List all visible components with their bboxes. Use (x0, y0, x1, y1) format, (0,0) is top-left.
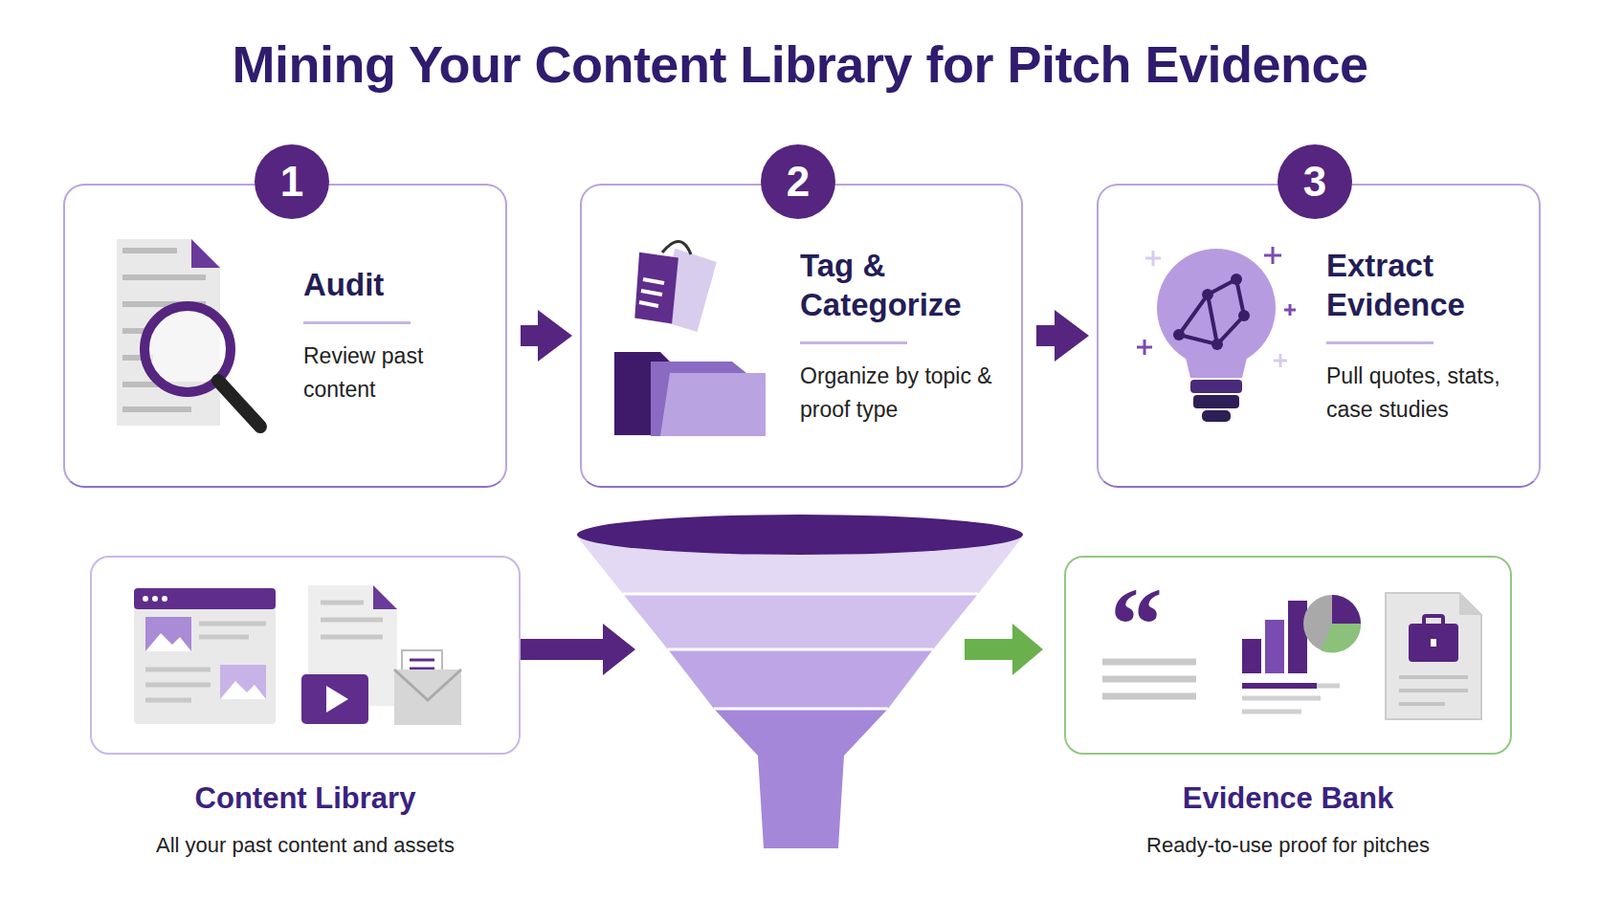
divider-line (1326, 341, 1434, 345)
step-card: Tag & CategorizeOrganize by topic & proo… (579, 183, 1023, 489)
callout-number: 3 (1303, 157, 1327, 206)
card-heading: Tag & Categorize (800, 245, 997, 325)
callout-number: 2 (786, 157, 810, 206)
library-icons (133, 585, 462, 726)
content-box: Evidence BankReady-to-use proof for pitc… (1064, 555, 1512, 853)
card-heading: Extract Evidence (1326, 245, 1523, 325)
step-number: 1 (254, 144, 330, 220)
box-heading: Content Library (89, 781, 521, 817)
card-heading: Audit (303, 265, 486, 305)
flow-arrow (964, 623, 1044, 676)
flow-arrow (1036, 310, 1089, 362)
card-description: Organize by topic & proof type (800, 359, 1016, 427)
arrow-shape (1036, 310, 1089, 362)
divider-line (800, 341, 908, 345)
svg-text:“: “ (1110, 566, 1163, 684)
box-outline (89, 555, 521, 756)
arrow-shape (520, 310, 573, 362)
funnel (577, 514, 1023, 849)
card-text: Extract EvidencePull quotes, stats, case… (1326, 185, 1523, 487)
card-text: Tag & CategorizeOrganize by topic & proo… (800, 185, 997, 487)
box-description: All your past content and assets (89, 833, 521, 859)
flow-arrow (520, 310, 573, 362)
divider-line (303, 321, 411, 325)
audit-icon (116, 239, 261, 427)
content-box: Content LibraryAll your past content and… (89, 555, 521, 853)
box-description: Ready-to-use proof for pitches (1064, 833, 1512, 859)
callout-number: 1 (280, 157, 304, 206)
step-card: Extract EvidencePull quotes, stats, case… (1096, 183, 1541, 489)
tag-icon (614, 241, 766, 437)
card-description: Pull quotes, stats, case studies (1326, 359, 1533, 427)
card-text: AuditReview past content (303, 185, 486, 487)
box-heading: Evidence Bank (1064, 781, 1512, 817)
evidence-icons: “ (1102, 566, 1482, 720)
flow-arrow (520, 623, 636, 676)
step-number: 3 (1277, 144, 1353, 220)
box-outline (1064, 555, 1512, 756)
diagram-title: Mining Your Content Library for Pitch Ev… (0, 34, 1600, 94)
step-number: 2 (760, 144, 836, 220)
step-card: AuditReview past content1 (63, 183, 508, 489)
card-description: Review past content (303, 339, 462, 407)
bulb-icon (1136, 246, 1296, 423)
